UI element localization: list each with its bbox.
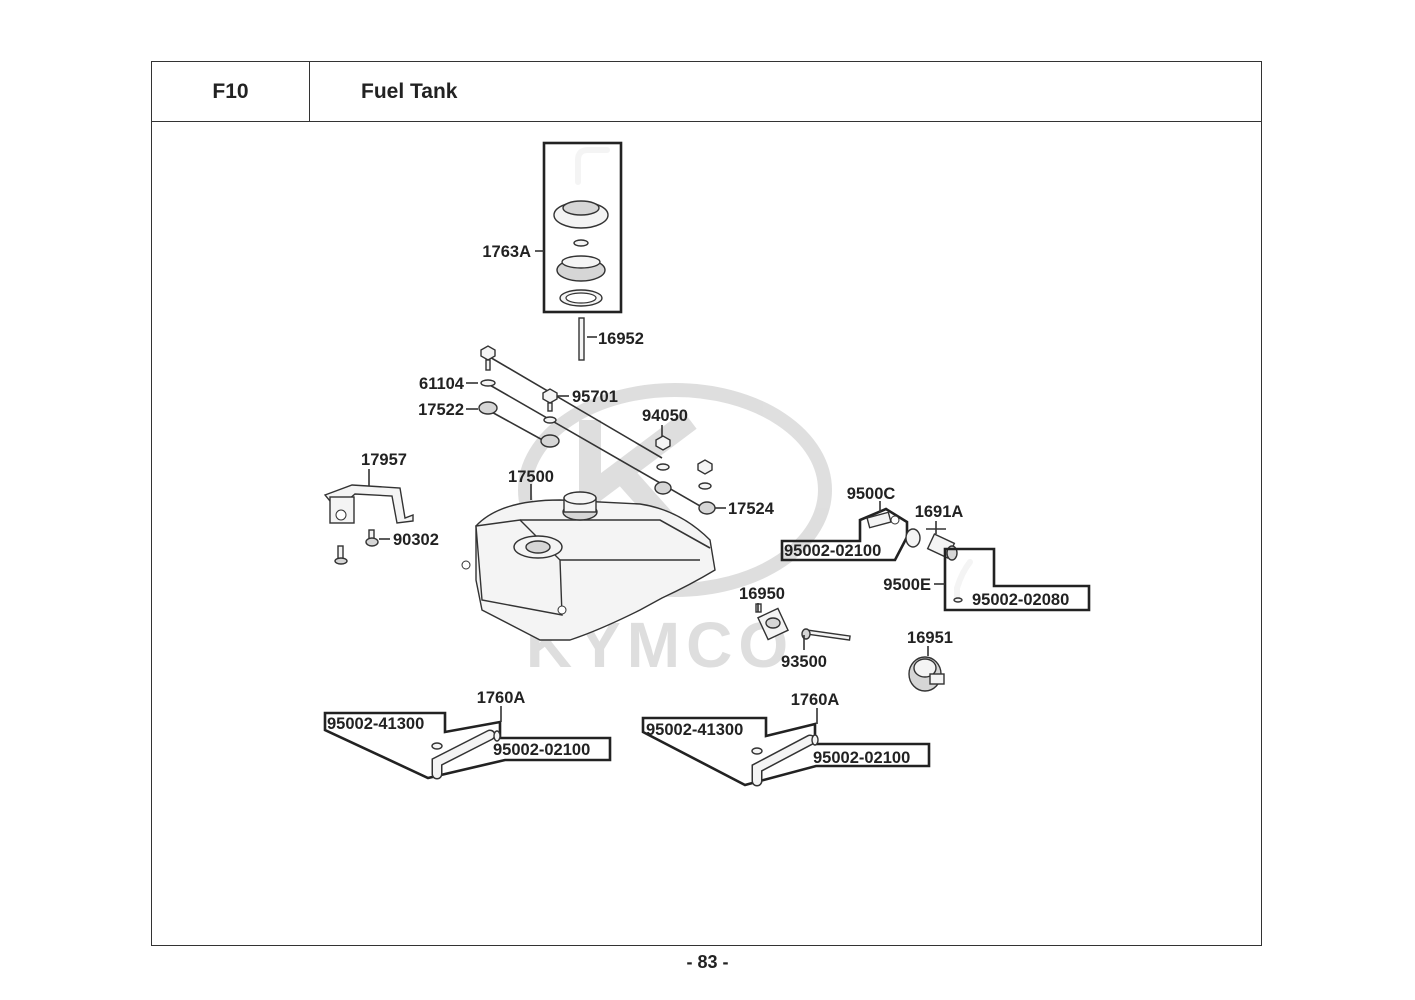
label-95002-02080: 95002-02080 xyxy=(972,591,1069,609)
label-95002-41300-left: 95002-41300 xyxy=(327,715,424,733)
label-17522: 17522 xyxy=(418,401,464,419)
mounting-hardware xyxy=(466,345,726,515)
bracket-17957 xyxy=(323,469,414,524)
label-90302: 90302 xyxy=(393,531,439,549)
label-16951: 16951 xyxy=(907,629,953,647)
diagram-frame: F10 Fuel Tank xyxy=(151,61,1262,946)
label-9500c: 9500C xyxy=(847,485,896,503)
hose-group-1760a-right xyxy=(641,708,931,787)
section-code: F10 xyxy=(152,62,310,122)
label-17500: 17500 xyxy=(508,468,554,486)
label-94050: 94050 xyxy=(642,407,688,425)
fuel-pump-16951 xyxy=(908,646,945,692)
label-1763a: 1763A xyxy=(482,243,531,261)
fitting-1691a xyxy=(926,521,958,561)
label-17957: 17957 xyxy=(361,451,407,469)
fuel-tank-17500 xyxy=(461,484,716,641)
label-16950: 16950 xyxy=(739,585,785,603)
label-1760a-left: 1760A xyxy=(477,689,526,707)
label-95002-02100-right: 95002-02100 xyxy=(813,749,910,767)
hose-group-1760a-left xyxy=(323,706,612,780)
bolt-90302 xyxy=(334,529,390,565)
label-17524: 17524 xyxy=(728,500,775,518)
section-title: Fuel Tank xyxy=(310,62,1261,122)
label-1760a-right: 1760A xyxy=(791,691,840,709)
hose-group-9500e xyxy=(934,547,1091,612)
label-95701: 95701 xyxy=(572,388,618,406)
page-number: - 83 - xyxy=(686,952,729,972)
label-95002-02100-left: 95002-02100 xyxy=(493,741,590,759)
label-95002-41300-right: 95002-41300 xyxy=(646,721,743,739)
fuel-cap-assembly xyxy=(535,141,623,314)
bolt-16952 xyxy=(578,317,597,361)
label-1691a: 1691A xyxy=(915,503,964,521)
fuel-valve-16950 xyxy=(755,603,851,650)
label-16952: 16952 xyxy=(598,330,644,348)
label-93500: 93500 xyxy=(781,653,827,671)
label-95002-02100-top: 95002-02100 xyxy=(784,542,881,560)
label-61104: 61104 xyxy=(419,375,465,393)
label-9500e: 9500E xyxy=(883,576,931,594)
hose-group-9500c xyxy=(780,501,921,562)
part-labels: 1763A 16952 61104 95701 17522 94050 1795… xyxy=(327,243,1069,767)
